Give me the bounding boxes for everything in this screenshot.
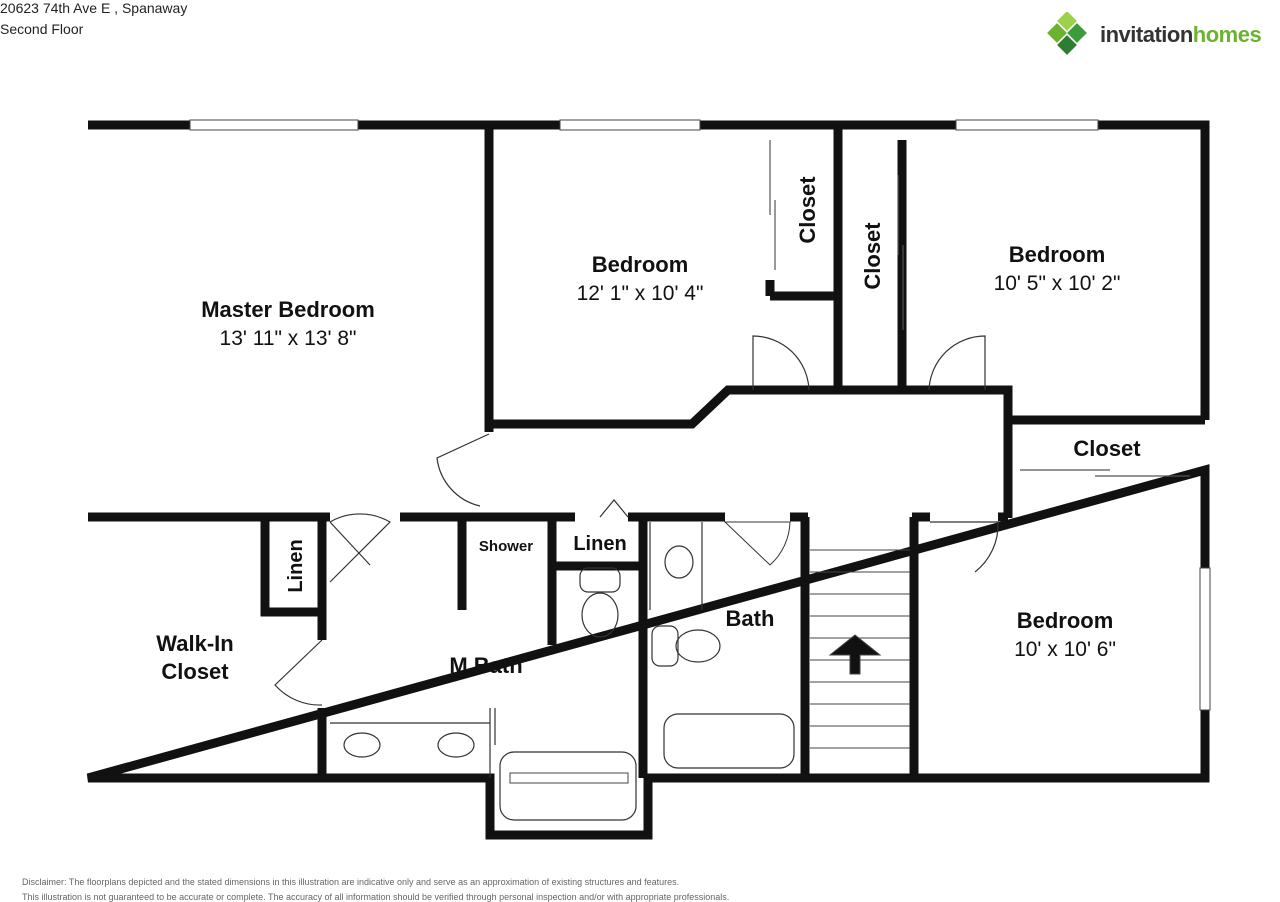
bath-label: Bath [726,606,775,631]
bedroom-1-label: Bedroom [592,252,689,277]
master-bedroom-label: Master Bedroom [201,297,375,322]
disclaimer-line-1: Disclaimer: The floorplans depicted and … [22,877,680,887]
bedroom-3-dims: 10' x 10' 6" [1014,638,1116,661]
stair-arrow-icon [828,634,882,675]
linen-2-label: Linen [573,533,626,555]
closet-1-label: Closet [795,176,820,244]
closet-2-label: Closet [860,222,885,290]
invitation-homes-logo: invitationhomes [1044,11,1280,60]
address-text: 20623 74th Ave E , Spanaway [0,0,188,16]
floor-plan: Master Bedroom 13' 11" x 13' 8" Bedroom … [86,119,1211,840]
floor-label: Second Floor [0,21,84,37]
disclaimer-line-2: This illustration is not guaranteed to b… [22,892,730,902]
toilet-bowl-icon [581,592,619,638]
windows [189,119,1211,784]
sink-icon [437,732,475,758]
toilet-tank-icon [579,567,621,593]
bedroom-1-dims: 12' 1" x 10' 4" [577,282,704,305]
master-tub-icon [499,751,637,821]
walk-in-closet-label: Closet [161,659,229,684]
sink-icon [664,545,694,579]
logo-mark-icon [1047,11,1087,55]
fixtures [330,522,795,821]
room-labels: Master Bedroom 13' 11" x 13' 8" Bedroom … [156,176,1141,684]
bedroom-2-label: Bedroom [1009,242,1106,267]
shower-label: Shower [479,538,533,555]
closet-3-label: Closet [1073,436,1141,461]
doors [274,335,999,706]
walls [86,120,1210,840]
walk-in-label: Walk-In [156,631,233,656]
stairs [810,549,910,749]
m-bath-label: M.Bath [449,653,522,678]
sink-icon [343,732,381,758]
bath-tub-icon [663,713,795,769]
bedroom-2-dims: 10' 5" x 10' 2" [994,272,1121,295]
logo-wordmark: invitationhomes [1100,22,1262,47]
linen-1-label: Linen [285,539,307,592]
bedroom-3-label: Bedroom [1017,608,1114,633]
closet-sliders [769,140,1190,477]
master-bedroom-dims: 13' 11" x 13' 8" [220,327,357,350]
